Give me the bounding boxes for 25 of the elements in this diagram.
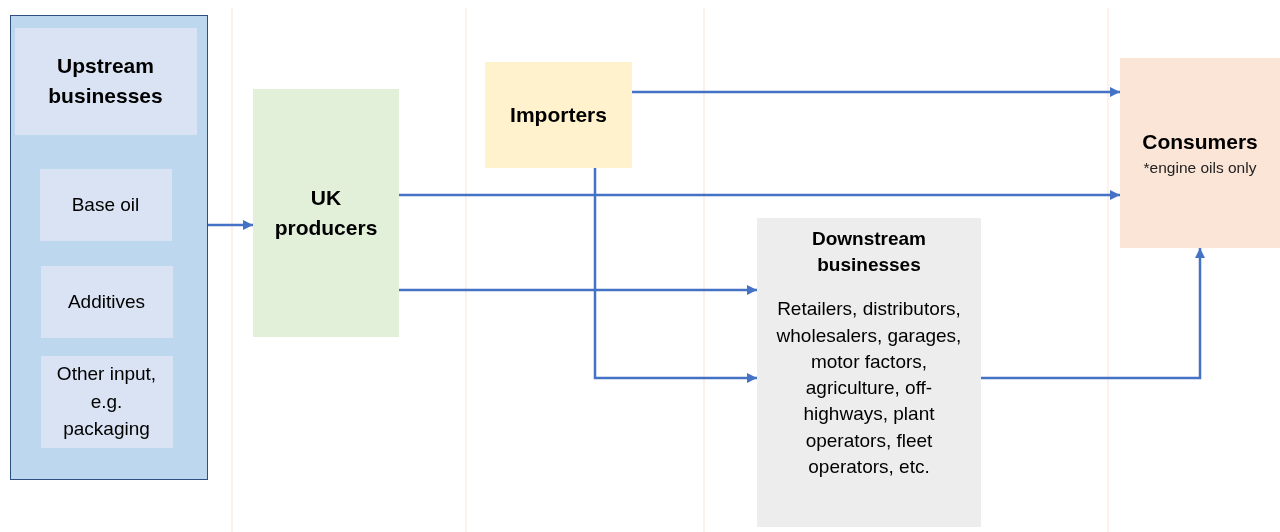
node-label: UK producers — [273, 184, 379, 241]
arrow — [632, 87, 1120, 97]
process-box — [757, 218, 981, 527]
arrow — [208, 220, 253, 230]
node-label: Other input, e.g. packaging — [56, 362, 157, 442]
node-label: Importers — [510, 101, 607, 128]
process-box — [253, 89, 399, 337]
node-label: Additives — [67, 289, 146, 314]
process-box — [40, 265, 173, 338]
process-box — [40, 355, 173, 448]
arrow — [399, 190, 1120, 200]
node-label: Base oil — [71, 192, 140, 217]
arrow — [981, 248, 1205, 380]
node-label: Downstream businesses — [811, 227, 927, 278]
group-panel — [10, 15, 208, 480]
process-box — [39, 168, 172, 241]
node-label: Consumers — [1142, 128, 1258, 155]
heading-box — [14, 27, 197, 135]
process-box — [1120, 58, 1280, 248]
arrow — [593, 168, 757, 383]
note-text: *engine oils only — [1143, 158, 1257, 178]
process-box — [485, 62, 632, 168]
node-label: Upstream businesses — [47, 52, 164, 109]
description-text: Retailers, distributors, wholesalers, garages, motor factors, agriculture, off-highways, plant operators, fleet operators, etc. — [775, 297, 963, 479]
arrow — [399, 285, 757, 295]
